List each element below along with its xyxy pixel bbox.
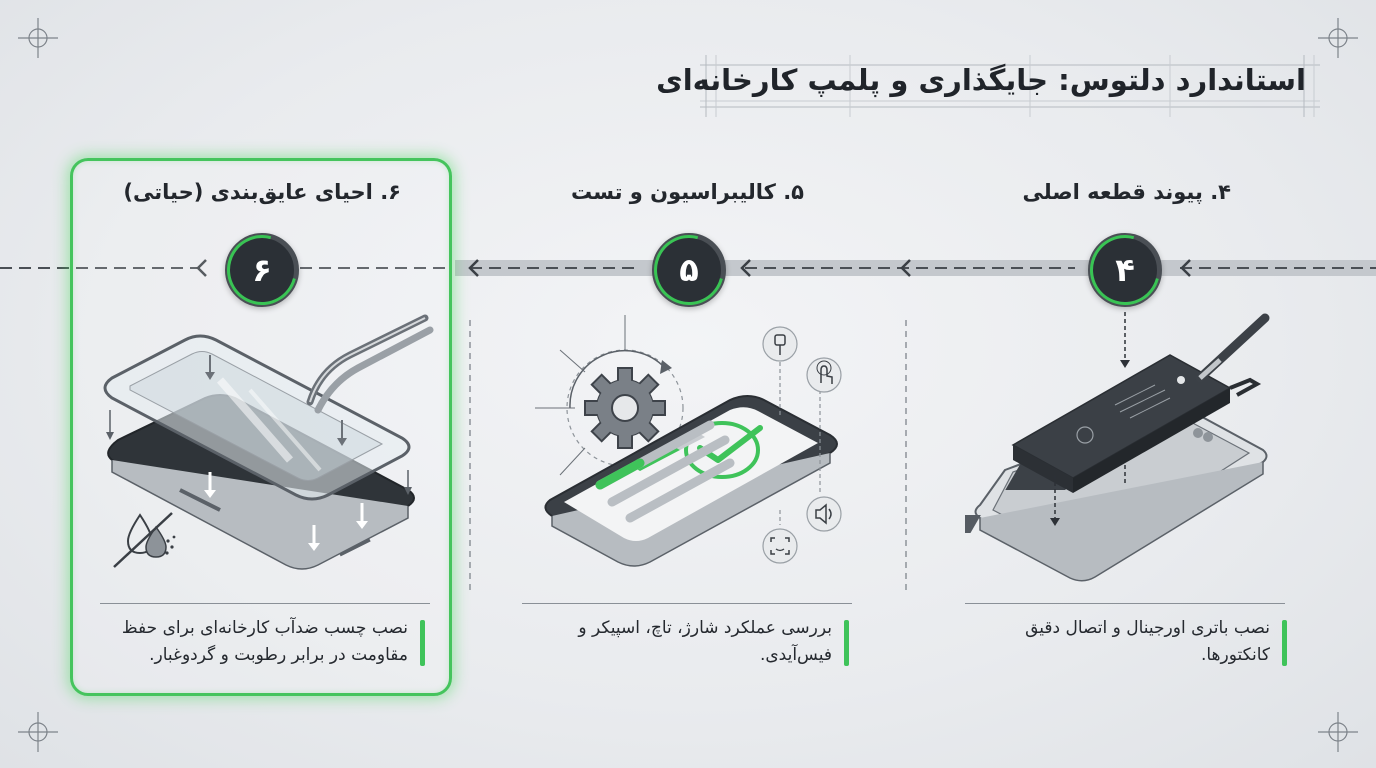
touch-icon — [806, 357, 842, 393]
arrow-left-icon — [196, 259, 207, 277]
step-5-description-line-1: بررسی عملکرد شارژ، تاچ، اسپیکر و — [578, 618, 832, 638]
step-5-badge: ۵ — [641, 222, 737, 318]
waterproof-seal-illustration — [103, 314, 434, 570]
step-6-desc-line — [100, 603, 430, 604]
battery-icon — [1011, 354, 1262, 493]
water-dust-icon — [113, 512, 176, 568]
step-4-number: ۴ — [1115, 251, 1135, 289]
title-guides — [700, 55, 1320, 117]
step-4-title: ۴. پیوند قطعه اصلی — [1022, 180, 1231, 204]
arrow-left-icon — [900, 259, 911, 277]
arrow-left-icon — [740, 259, 751, 277]
step-6-description: نصب چسب ضدآب کارخانه‌ای برای حفظ مقاومت … — [78, 615, 408, 669]
face-id-icon — [762, 528, 798, 564]
arrow-left-icon — [1180, 259, 1191, 277]
charging-cable-icon — [762, 326, 798, 362]
crosshair-icon — [18, 18, 58, 58]
separator — [469, 320, 471, 590]
step-4-description: نصب باتری اورجینال و اتصال دقیق کانکتوره… — [940, 615, 1270, 669]
tweezers-icon — [306, 314, 434, 414]
step-6-title: ۶. احیای عایق‌بندی (حیاتی) — [123, 180, 401, 204]
crosshair-icon — [1318, 18, 1358, 58]
step-6-desc-bar — [420, 620, 425, 666]
title-block: استاندارد دلتوس: جایگذاری و پلمپ کارخانه… — [656, 55, 1320, 117]
speaker-icon — [806, 496, 842, 532]
arrow-left-icon — [468, 259, 479, 277]
step-4-desc-bar — [1282, 620, 1287, 666]
page-title: استاندارد دلتوس: جایگذاری و پلمپ کارخانه… — [656, 63, 1306, 97]
step-5-desc-bar — [844, 620, 849, 666]
step-6-badge: ۶ — [214, 222, 310, 318]
step-4-desc-line — [965, 603, 1285, 604]
step-5-description-line-2: فیس‌آیدی. — [759, 645, 832, 665]
crosshair-icon — [18, 712, 58, 752]
step-6-description-line-2: مقاومت در برابر رطوبت و گردوغبار. — [149, 645, 408, 665]
step-5-desc-line — [522, 603, 852, 604]
step-5-title: ۵. کالیبراسیون و تست — [571, 180, 804, 204]
step-5-description: بررسی عملکرد شارژ، تاچ، اسپیکر و فیس‌آید… — [502, 615, 832, 669]
calibration-illustration — [535, 315, 842, 567]
crosshair-icon — [1318, 712, 1358, 752]
step-4-badge: ۴ — [1077, 222, 1173, 318]
battery-install-illustration — [965, 312, 1270, 582]
step-5-number: ۵ — [679, 251, 699, 289]
step-6-number: ۶ — [252, 251, 272, 289]
gear-icon — [584, 367, 666, 449]
step-6-description-line-1: نصب چسب ضدآب کارخانه‌ای برای حفظ — [121, 618, 408, 638]
step-4-description-line-2: کانکتورها. — [1200, 645, 1270, 665]
separator — [905, 320, 907, 590]
step-4-description-line-1: نصب باتری اورجینال و اتصال دقیق — [1025, 618, 1270, 638]
